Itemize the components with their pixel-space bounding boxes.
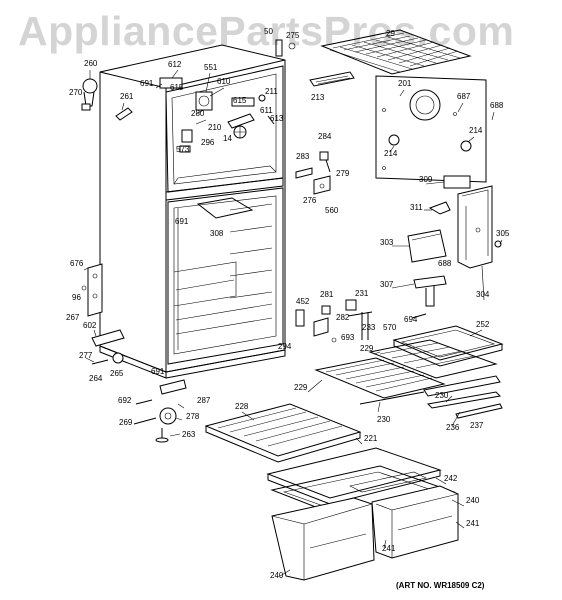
callout-211: 211	[265, 87, 278, 96]
callout-240a: 240	[466, 496, 480, 505]
callout-236: 236	[446, 423, 460, 432]
crisper-drawers	[271, 485, 459, 581]
callout-307: 307	[380, 280, 394, 289]
callout-263: 263	[182, 430, 196, 439]
callout-687: 687	[457, 92, 471, 101]
callout-261: 261	[120, 92, 134, 101]
back-panel	[375, 75, 487, 183]
callout-294: 294	[278, 342, 292, 351]
callout-281: 281	[320, 290, 334, 299]
callout-221: 221	[364, 434, 378, 443]
callout-308: 308	[210, 229, 224, 238]
callout-287: 287	[197, 396, 211, 405]
callout-233: 233	[362, 323, 376, 332]
callout-560: 560	[325, 206, 339, 215]
vent-grille	[309, 71, 355, 87]
freezer-shelf-308	[196, 197, 254, 219]
callout-214a: 214	[469, 126, 483, 135]
callout-692: 692	[118, 396, 132, 405]
callout-612: 612	[168, 60, 182, 69]
callout-228: 228	[235, 402, 249, 411]
callout-229b: 229	[294, 383, 308, 392]
callout-613: 613	[270, 114, 284, 123]
hardware-middle	[295, 151, 331, 195]
callout-452: 452	[296, 297, 310, 306]
callout-237: 237	[470, 421, 484, 430]
callout-283: 283	[296, 152, 310, 161]
callout-305: 305	[496, 229, 510, 238]
callout-242: 242	[444, 474, 458, 483]
callout-303: 303	[380, 238, 394, 247]
callout-276: 276	[303, 196, 317, 205]
callout-611: 611	[260, 106, 273, 115]
callout-693: 693	[341, 333, 355, 342]
callout-676: 676	[70, 259, 84, 268]
glass-shelf-228	[204, 403, 362, 463]
callout-264: 264	[89, 374, 103, 383]
callout-309: 309	[419, 175, 433, 184]
callout-201: 201	[398, 79, 412, 88]
callout-230a: 230	[435, 391, 449, 400]
callout-269: 269	[119, 418, 133, 427]
callout-688b: 688	[438, 259, 452, 268]
callout-311: 311	[410, 203, 423, 212]
callout-267: 267	[66, 313, 80, 322]
callout-304: 304	[476, 290, 490, 299]
callout-231: 231	[355, 289, 369, 298]
callout-296: 296	[201, 138, 215, 147]
callout-213: 213	[311, 93, 325, 102]
callout-551: 551	[204, 63, 218, 72]
callout-615a: 615	[170, 83, 184, 92]
callout-50: 50	[264, 27, 273, 36]
callout-96: 96	[72, 293, 81, 302]
callout-29: 29	[386, 29, 395, 38]
callout-230b: 230	[377, 415, 391, 424]
hardware-right	[295, 299, 427, 343]
wire-shelf-229	[314, 339, 498, 399]
air-duct	[407, 185, 502, 269]
callout-691b: 691	[175, 217, 189, 226]
hinge-left	[81, 263, 125, 365]
callout-573: 573	[176, 145, 190, 154]
callout-240b: 240	[270, 571, 284, 580]
freezer-wire-shelf	[320, 29, 472, 75]
callout-214b: 214	[384, 149, 398, 158]
callout-241b: 241	[382, 544, 396, 553]
bracket-307	[413, 275, 447, 307]
hardware-upper	[81, 39, 296, 153]
callout-694: 694	[404, 315, 418, 324]
callout-284: 284	[318, 132, 332, 141]
callout-570: 570	[383, 323, 397, 332]
callout-229a: 229	[360, 344, 374, 353]
callout-278: 278	[186, 412, 200, 421]
callout-691c: 691	[151, 367, 165, 376]
callout-688a: 688	[490, 101, 504, 110]
callout-260: 260	[84, 59, 98, 68]
light-cover	[428, 175, 471, 215]
callout-265: 265	[110, 369, 124, 378]
callout-610: 610	[217, 77, 231, 86]
callout-282: 282	[336, 313, 350, 322]
leveling-hardware	[133, 379, 187, 443]
callout-210: 210	[208, 123, 222, 132]
callout-14: 14	[223, 134, 232, 143]
callout-277: 277	[79, 351, 93, 360]
callout-279: 279	[336, 169, 350, 178]
callout-280: 280	[191, 109, 205, 118]
callout-691a: 691	[140, 79, 154, 88]
glass-shelf-252	[392, 325, 504, 367]
callout-615b: 615	[233, 96, 247, 105]
callout-602: 602	[83, 321, 97, 330]
callout-252: 252	[476, 320, 490, 329]
callout-270: 270	[69, 88, 83, 97]
watermark: AppliancePartsPros.com	[18, 8, 515, 54]
callout-241a: 241	[466, 519, 480, 528]
leader-lines	[83, 69, 503, 577]
callout-275: 275	[286, 31, 300, 40]
art-number: (ART NO. WR18509 C2)	[396, 581, 485, 590]
